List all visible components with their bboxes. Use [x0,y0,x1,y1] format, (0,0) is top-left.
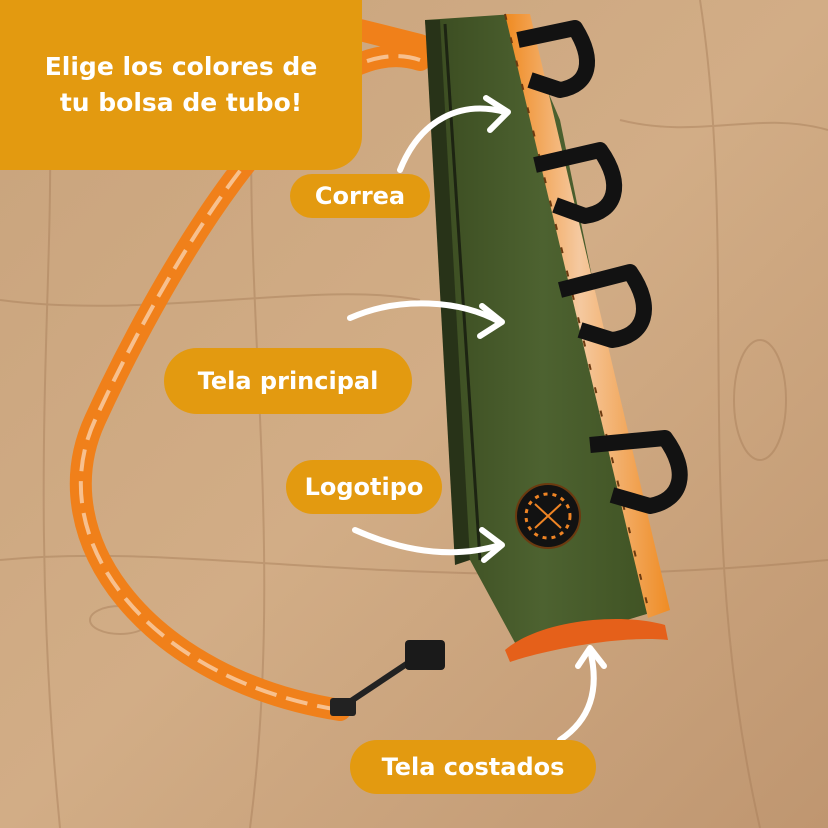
arrow-icon [347,95,607,743]
headline-line-2: tu bolsa de tubo! [59,88,303,117]
tube-bag-body [425,13,688,662]
logo-patch-icon [515,483,581,549]
headline-box: Elige los colores de tu bolsa de tubo! [0,0,362,170]
label-logotipo: Logotipo [286,460,442,514]
label-correa: Correa [290,174,430,218]
label-tela-costados: Tela costados [350,740,596,794]
label-tela-principal: Tela principal [164,348,412,414]
headline-line-1: Elige los colores de [44,51,318,81]
